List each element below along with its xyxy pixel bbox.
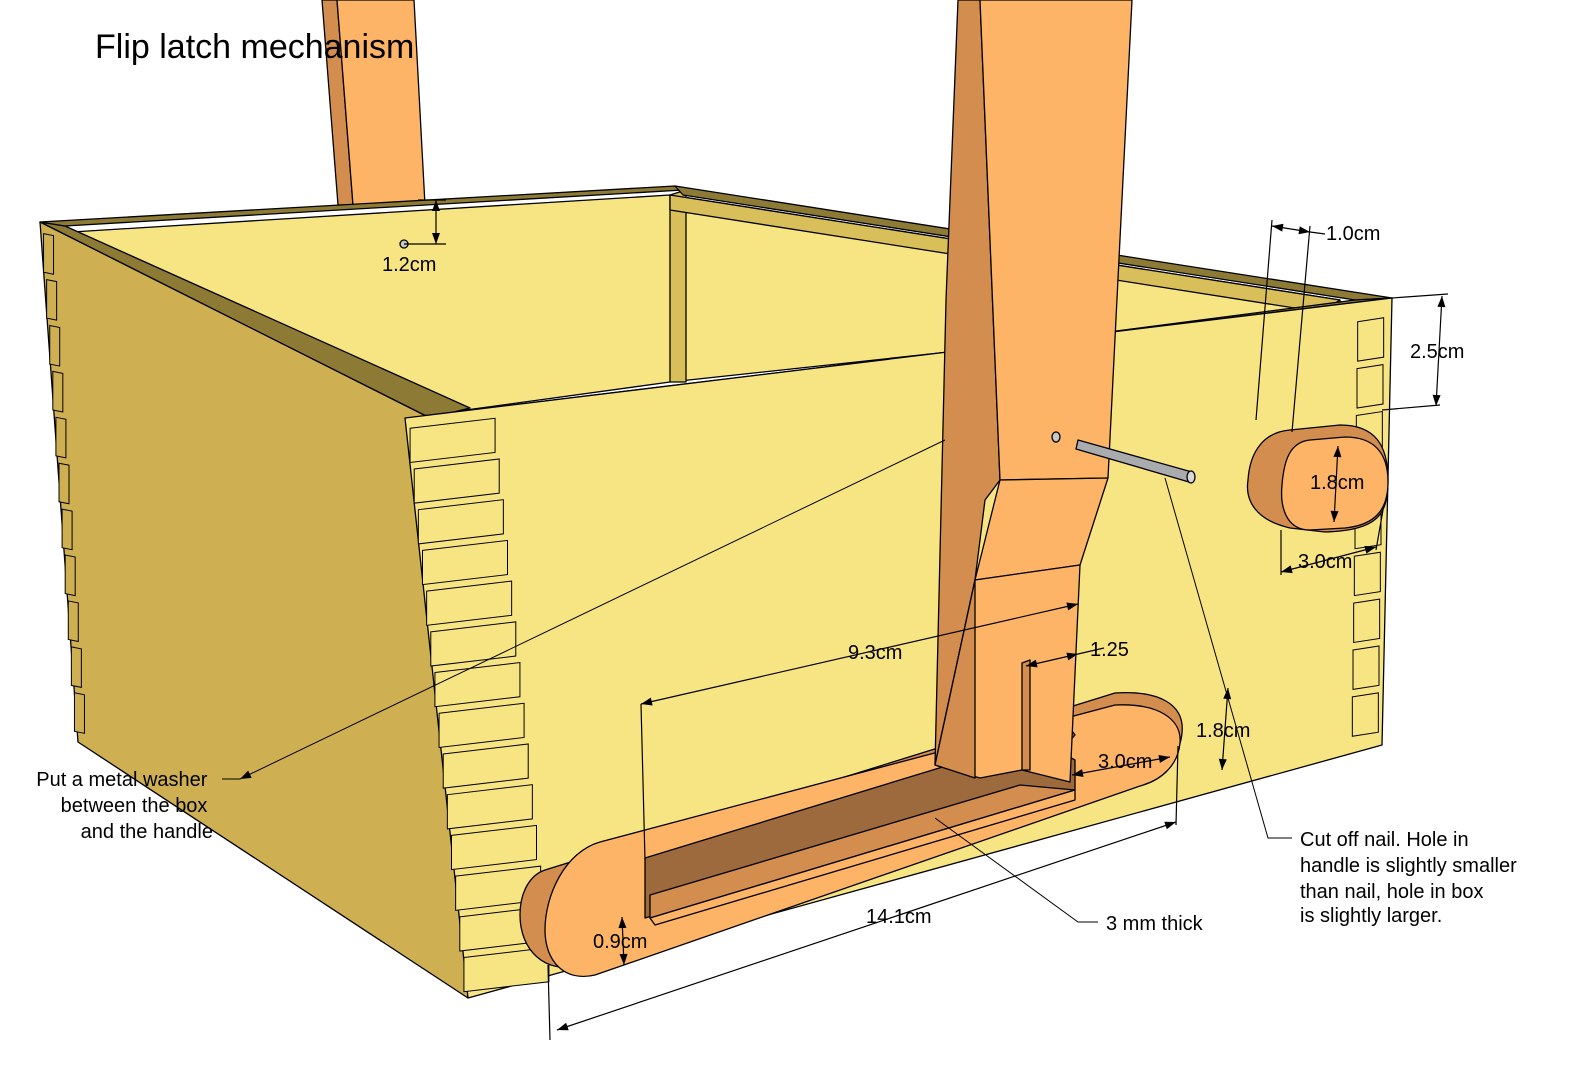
dim-label-9-3cm: 9.3cm [848,642,902,664]
handle-pivot-hole [1051,431,1061,443]
dovetail-pin [46,278,58,321]
dim-label-1-8cm-small: 1.8cm [1310,472,1364,494]
dim-label-1-0cm: 1.0cm [1326,223,1380,245]
dovetail-pin [73,692,85,734]
arrowhead [1298,226,1310,235]
arrowhead [641,697,653,706]
dovetail-pin [446,784,533,830]
dovetail-pin [1352,645,1380,690]
nail-note-line-4: is slightly larger. [1300,905,1442,927]
latch-slot-lower-edge [649,789,1076,926]
dim-label-1-25: 1.25 [1090,639,1129,661]
front-handle-upper-front [979,0,1133,481]
arrowhead [240,770,252,779]
arrowhead [1437,296,1446,308]
arrowhead [1218,758,1227,770]
dovetails-front-corner [409,417,550,993]
arrowhead [1281,565,1293,574]
arrowhead [1272,223,1284,232]
arrowhead [618,917,627,929]
arrowhead [1026,659,1038,668]
washer-note: Put a metal washer between the box and t… [36,769,213,843]
nail-end [1186,470,1196,484]
dovetail-pin [438,702,525,749]
arrowhead [1066,602,1078,611]
pivot-nail [1075,439,1196,484]
washer-note-line-3: and the handle [81,821,213,843]
arrowhead [1330,510,1339,522]
dovetail-pin [67,600,79,643]
dim-label-1-2cm: 1.2cm [382,254,436,276]
nail-note-line-1: Cut off nail. Hole in [1300,829,1469,851]
dim-label-14-1cm: 14.1cm [866,906,932,928]
dovetail-pin [49,324,61,367]
thickness-note: 3 mm thick [1106,913,1204,935]
arrowhead [1072,769,1084,777]
front-handle-notch [1021,659,1031,771]
arrowhead [1066,652,1078,661]
stop-block [1246,424,1389,533]
washer-note-line-1: Put a metal washer [36,769,208,791]
dovetail-pin [1356,364,1384,409]
nail-note-line-3: than nail, hole in box [1300,881,1483,903]
dimension-lines [404,199,1449,1041]
dovetail-pin [55,416,67,459]
dovetail-pin [426,580,513,626]
dovetail-pin [451,824,537,871]
dovetail-pin [64,554,76,597]
arrowhead [432,200,440,211]
nail-note-line-2: handle is slightly smaller [1300,855,1517,877]
nail-leader [1164,477,1292,839]
dovetail-pin [1357,317,1385,362]
dim-label-2-5cm: 2.5cm [1410,341,1464,363]
dovetail-pin [422,539,508,586]
dovetail-pin [58,462,70,505]
arrowhead [432,233,440,244]
dim-label-0-9cm: 0.9cm [593,931,647,953]
arrowhead [1158,755,1170,763]
dim-label-1-8cm-large: 1.8cm [1196,720,1250,742]
thick-leader [934,817,1098,923]
arrowhead [1432,394,1441,406]
arrowhead [1164,821,1176,830]
arrowhead [1223,688,1232,700]
front-handle [399,0,1133,783]
diagram-title: Flip latch mechanism [95,28,414,66]
washer-note-line-2: between the box [61,795,208,817]
dovetail-pin [61,508,73,551]
dimension-arrowheads [240,200,1446,1031]
dovetail-pin [430,621,517,667]
dovetail-pin [43,233,55,275]
dovetail-pin [434,661,521,708]
arrowhead [1333,446,1342,458]
dovetail-pin [409,417,496,464]
dovetails-left-corner [43,233,85,734]
dim-label-3-0cm-small: 3.0cm [1298,551,1352,573]
arrowhead [557,1022,569,1031]
dim-label-3-0cm-large: 3.0cm [1098,751,1152,773]
dovetail-pin [417,499,504,545]
arrowhead [1364,545,1376,554]
dovetail-pin [1353,598,1381,644]
dovetail-pin [1351,692,1379,737]
stop-block-face [1280,436,1389,531]
dovetail-pin [1353,551,1381,597]
nail-note: Cut off nail. Hole in handle is slightly… [1300,829,1522,927]
arrowhead [619,953,628,965]
box-inner-left-wall [669,189,687,383]
dovetail-pin [413,458,500,504]
dovetail-pin [442,743,529,789]
dovetail-pin [70,646,82,689]
dovetail-pin [52,370,64,413]
